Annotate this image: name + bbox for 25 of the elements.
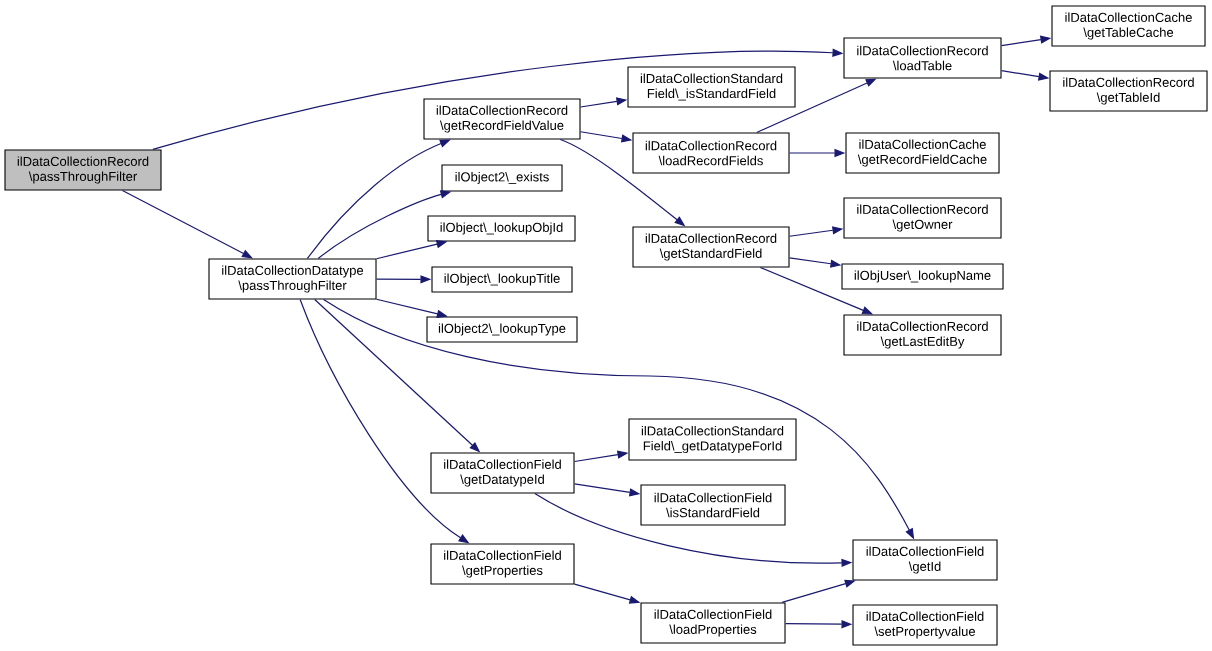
function-box: ilDataCollectionRecord \getTableId xyxy=(1049,70,1208,112)
call-arrow xyxy=(121,189,253,259)
function-box: ilDataCollectionRecord \loadRecordFields xyxy=(632,132,790,174)
function-box: ilDataCollectionCache \getTableCache xyxy=(1051,5,1206,47)
function-box: ilObjUser\_lookupName xyxy=(841,263,1004,290)
function-box: ilDataCollectionRecord \getRecordFieldValue xyxy=(423,98,581,140)
function-box: ilDataCollectionField \getDatatypeId xyxy=(430,452,575,494)
function-box: ilDataCollectionStandard Field\_getDatatypeForId xyxy=(628,418,797,461)
function-box: ilDataCollectionStandard Field\_isStandardField xyxy=(627,66,796,108)
function-box: ilDataCollectionRecord \loadTable xyxy=(843,37,1002,79)
function-box: ilObject\_lookupTitle xyxy=(431,266,573,293)
function-box: ilObject\_lookupObjId xyxy=(427,215,576,242)
function-box: ilDataCollectionDatatype \passThroughFilter xyxy=(208,258,377,300)
function-box: ilDataCollectionField \setPropertyvalue xyxy=(852,604,998,646)
function-box: ilDataCollectionRecord \passThroughFilter xyxy=(4,149,162,191)
function-box: ilDataCollectionField \getProperties xyxy=(430,543,575,585)
function-box: ilDataCollectionRecord \getStandardField xyxy=(632,226,790,268)
function-box: ilDataCollectionField \getId xyxy=(852,539,998,581)
function-box: ilDataCollectionCache \getRecordFieldCache xyxy=(845,132,1000,174)
function-box: ilObject2\_lookupType xyxy=(426,316,578,343)
function-box: ilObject2\_exists xyxy=(441,164,563,192)
function-box: ilDataCollectionRecord \getLastEditBy xyxy=(843,314,1002,356)
function-box: ilDataCollectionField \isStandardField xyxy=(640,484,786,526)
function-box: ilDataCollectionRecord \getOwner xyxy=(843,197,1002,239)
function-box: ilDataCollectionField \loadProperties xyxy=(640,602,786,644)
